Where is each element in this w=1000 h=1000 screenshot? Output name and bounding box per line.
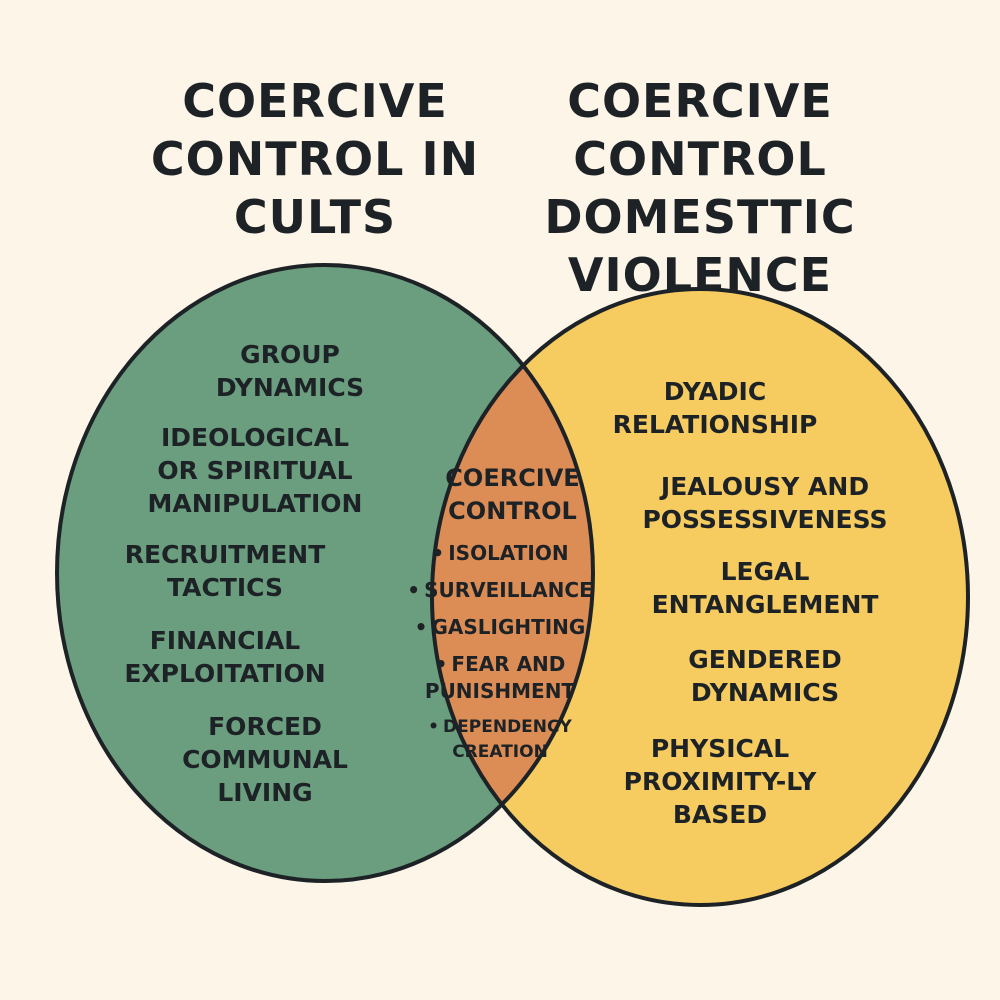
label-line: FORCED [208, 712, 322, 741]
label-line: ENTANGLEMENT [651, 590, 879, 619]
label-line: FINANCIAL [149, 626, 301, 655]
label-line: RELATIONSHIP [612, 410, 818, 439]
label-recruitment-tactics: RECRUITMENT TACTICS [105, 538, 345, 604]
label-line: MANIPULATION [147, 489, 363, 518]
label-line: COMMUNAL [182, 745, 348, 774]
title-line: CULTS [233, 190, 397, 244]
list-item: •FEAR AND PUNISHMENT [385, 651, 615, 705]
label-legal-entanglement: LEGAL ENTANGLEMENT [640, 555, 890, 621]
label-line: POSSESSIVENESS [642, 505, 888, 534]
label-line: EXPLOITATION [124, 659, 326, 688]
list-item-line: •ISOLATION [385, 540, 615, 567]
label-line: DYNAMICS [690, 678, 840, 707]
bullet-icon: • [428, 717, 440, 737]
list-item-text: PUNISHMENT [424, 679, 576, 703]
label-forced-communal-living: FORCED COMMUNAL LIVING [140, 710, 390, 809]
title-line: CONTROL IN [150, 132, 480, 186]
title-line: COERCIVE [182, 74, 448, 128]
list-item-text: GASLIGHTING [431, 615, 586, 639]
label-line: LEGAL [720, 557, 810, 586]
label-line: PROXIMITY-LY [623, 767, 817, 796]
title-line: DOMESTTIC [544, 190, 856, 244]
list-item-line: •GASLIGHTING [385, 614, 615, 641]
label-line: DYADIC [663, 377, 767, 406]
label-line: DYNAMICS [215, 373, 365, 402]
label-group-dynamics: GROUP DYNAMICS [155, 338, 425, 404]
label-line: PHYSICAL [650, 734, 790, 763]
intersection-title: COERCIVE CONTROL [395, 462, 630, 528]
cults-circle-outline [55, 263, 595, 883]
label-line: OR SPIRITUAL [157, 456, 353, 485]
bullet-icon: • [434, 652, 448, 676]
label-line: IDEOLOGICAL [160, 423, 350, 452]
label-line: GROUP [240, 340, 340, 369]
title-domestic-violence: COERCIVE CONTROL DOMESTTIC VIOLENCE [520, 72, 880, 304]
list-item-line: •SURVEILLANCE [385, 577, 615, 604]
label-line: GENDERED [688, 645, 842, 674]
bullet-icon: • [407, 578, 421, 602]
list-item-text: DEPENDENCY [443, 717, 572, 737]
bullet-icon: • [431, 541, 445, 565]
label-line: TACTICS [167, 573, 283, 602]
list-item: •DEPENDENCY CREATION [385, 715, 615, 765]
domestic-violence-circle-outline [430, 287, 970, 907]
list-item: •ISOLATION [385, 540, 615, 567]
list-item-text: ISOLATION [448, 541, 569, 565]
label-line: JEALOUSY AND [660, 472, 870, 501]
label-dyadic-relationship: DYADIC RELATIONSHIP [595, 375, 835, 441]
list-item-line: •DEPENDENCY [385, 715, 615, 740]
label-jealousy-possessiveness: JEALOUSY AND POSSESSIVENESS [640, 470, 890, 536]
title-line: COERCIVE [567, 74, 833, 128]
label-line: COERCIVE [445, 464, 580, 492]
list-item-text: FEAR AND [451, 652, 566, 676]
list-item: •SURVEILLANCE [385, 577, 615, 604]
label-physical-proximity: PHYSICAL PROXIMITY-LY BASED [600, 732, 840, 831]
label-financial-exploitation: FINANCIAL EXPLOITATION [105, 624, 345, 690]
title-cults: COERCIVE CONTROL IN CULTS [135, 72, 495, 246]
title-line: CONTROL [573, 132, 827, 186]
list-item: •GASLIGHTING [385, 614, 615, 641]
list-item-text: CREATION [452, 742, 548, 762]
label-gendered-dynamics: GENDERED DYNAMICS [640, 643, 890, 709]
label-ideological-manipulation: IDEOLOGICAL OR SPIRITUAL MANIPULATION [110, 421, 400, 520]
bullet-icon: • [414, 615, 428, 639]
list-item-text: SURVEILLANCE [424, 578, 593, 602]
label-line: LIVING [217, 778, 313, 807]
label-line: RECRUITMENT [124, 540, 326, 569]
intersection-list: •ISOLATION •SURVEILLANCE •GASLIGHTING •F… [385, 540, 615, 775]
label-line: CONTROL [448, 497, 577, 525]
label-line: BASED [672, 800, 768, 829]
list-item-line: •FEAR AND [385, 651, 615, 678]
